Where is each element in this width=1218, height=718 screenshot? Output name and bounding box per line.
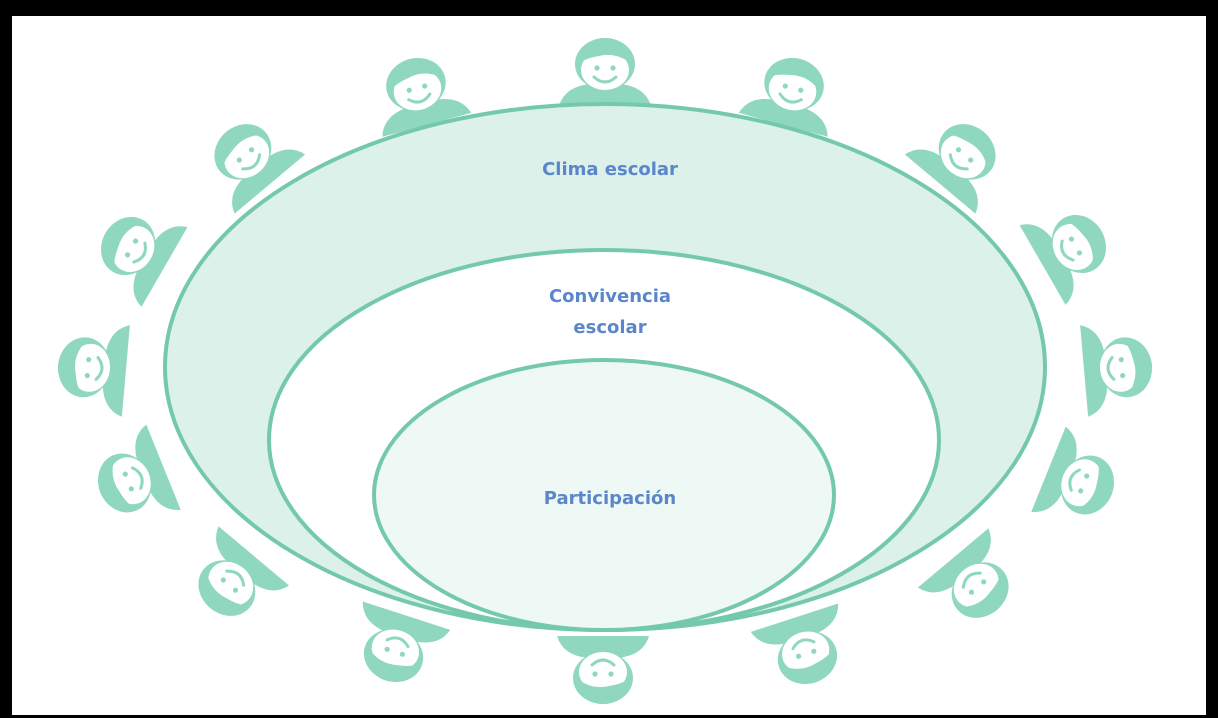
child-figure-icon bbox=[52, 317, 132, 419]
inner-circle-participacion bbox=[372, 358, 836, 632]
label-escolar: escolar bbox=[573, 317, 646, 338]
child-figure-icon bbox=[1029, 425, 1131, 539]
child-figure-icon bbox=[173, 524, 291, 640]
child-figure-icon bbox=[916, 526, 1034, 642]
label-clima-escolar: Clima escolar bbox=[542, 159, 678, 180]
child-figure-icon bbox=[1078, 317, 1158, 419]
child-figure-icon bbox=[81, 191, 189, 309]
label-convivencia: Convivencia bbox=[549, 286, 671, 307]
child-figure-icon bbox=[555, 634, 651, 706]
child-figure-icon bbox=[749, 601, 861, 699]
child-figure-icon bbox=[1018, 189, 1126, 307]
child-figure-icon bbox=[557, 36, 653, 108]
label-participacion: Participación bbox=[544, 488, 676, 509]
child-figure-icon bbox=[340, 599, 452, 697]
child-figure-icon bbox=[81, 423, 183, 537]
